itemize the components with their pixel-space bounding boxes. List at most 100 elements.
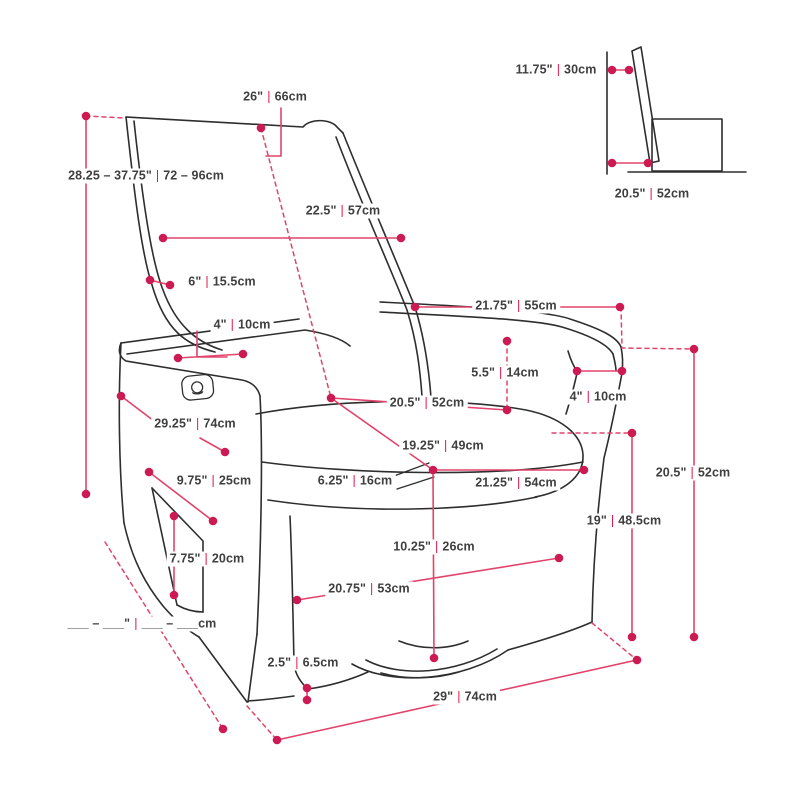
unit-separator: | — [211, 473, 215, 488]
unit-separator: | — [649, 186, 653, 201]
dim-label-armrest-front-height: 9.75"|25cm — [173, 473, 255, 489]
inch-value: 9.75" — [176, 473, 208, 488]
unit-separator: | — [230, 317, 235, 332]
unit-separator: | — [267, 89, 271, 104]
dim-label-seat-width-front: 21.25"|54cm — [472, 475, 560, 491]
dim-label-backrest-width: 22.5"|57cm — [302, 203, 384, 219]
dim-label-base-height: 19"|48.5cm — [583, 513, 665, 529]
dim-label-armrest-above-seat: 5.5"|14cm — [468, 365, 542, 381]
dim-label-base-to-seat-height: 10.25"|26cm — [390, 539, 478, 555]
reclined-backrest — [631, 46, 660, 164]
dim-label-wall-clearance: 11.75"|30cm — [512, 62, 600, 78]
metric-value: 72 – 96cm — [163, 168, 224, 183]
inch-value: 26" — [243, 89, 264, 104]
inch-value: 29.25" — [154, 416, 193, 431]
metric-value: 52cm — [431, 395, 465, 410]
unit-separator: | — [196, 416, 200, 431]
inch-value: 28.25 – 37.75" — [68, 168, 152, 183]
unit-separator: | — [517, 475, 521, 490]
inch-value: 6" — [188, 274, 202, 289]
unit-separator: | — [435, 539, 439, 554]
dim-label-armrest-length: 21.75"|55cm — [472, 298, 560, 314]
unit-separator: | — [424, 395, 428, 410]
dim-label-armrest-top-inset: 4"|10cm — [210, 317, 274, 333]
dim-label-seat-width-back: 20.5"|52cm — [386, 395, 468, 411]
inch-value: 19.25" — [402, 438, 441, 453]
dim-label-back-height-range: 28.25 – 37.75"|72 – 96cm — [65, 168, 227, 184]
cushion-thickness-leaders — [393, 462, 435, 490]
dim-label-foot-height: 2.5"|6.5cm — [264, 655, 342, 671]
inch-value: 20.75" — [328, 581, 367, 596]
inch-value: 21.75" — [475, 298, 514, 313]
unit-separator: | — [155, 168, 160, 183]
power-port-icon — [181, 373, 215, 401]
inch-value: 29" — [433, 689, 454, 704]
metric-value: 74cm — [203, 416, 236, 431]
inch-value: 20.5" — [614, 186, 646, 201]
inch-value: 6.25" — [317, 473, 349, 488]
dim-label-seat-depth: 19.25"|49cm — [399, 438, 487, 454]
unit-separator: | — [498, 365, 503, 380]
metric-value: 25cm — [218, 473, 252, 488]
inch-value: 20.5" — [655, 465, 687, 480]
metric-value: 10cm — [238, 317, 271, 332]
metric-value: 54cm — [524, 475, 557, 490]
metric-value: 6.5cm — [302, 655, 339, 670]
dim-label-side-pocket-height: 7.75"|20cm — [166, 551, 248, 567]
inch-value: 10.25" — [393, 539, 432, 554]
dim-label-armrest-outer-length: 29.25"|74cm — [151, 416, 239, 432]
unit-separator: | — [134, 616, 138, 631]
dimension-dashed-lines — [85, 115, 695, 741]
metric-value: 57cm — [347, 203, 381, 218]
metric-value: 14cm — [506, 365, 539, 380]
metric-value: 53cm — [377, 581, 410, 596]
unit-separator: | — [205, 274, 209, 289]
metric-value: 52cm — [656, 186, 690, 201]
metric-value: ___ – ___cm — [141, 616, 217, 631]
inch-value: 4" — [569, 389, 583, 404]
backrest-outline — [125, 116, 432, 399]
dim-label-backrest-thickness: 6"|15.5cm — [185, 274, 259, 290]
metric-value: 49cm — [451, 438, 484, 453]
inch-value: 21.25" — [475, 475, 514, 490]
unit-separator: | — [340, 203, 344, 218]
dim-label-armrest-width: 4"|10cm — [566, 389, 630, 405]
unit-separator: | — [586, 389, 591, 404]
inch-value: 7.75" — [169, 551, 201, 566]
unit-separator: | — [610, 513, 615, 528]
inch-value: 19" — [586, 513, 607, 528]
inch-value: 2.5" — [267, 655, 292, 670]
metric-value: 66cm — [274, 89, 307, 104]
dim-label-side-height: 20.5"|52cm — [652, 465, 734, 481]
unit-separator: | — [444, 438, 448, 453]
inch-value: 22.5" — [305, 203, 337, 218]
side-pocket-outline — [151, 487, 204, 613]
unit-separator: | — [517, 298, 521, 313]
inch-value: 11.75" — [515, 62, 553, 77]
dim-label-cushion-thickness: 6.25"|16cm — [314, 473, 396, 489]
metric-value: 26cm — [442, 539, 475, 554]
dim-label-overall-width: 29"|74cm — [430, 689, 500, 705]
wall-clearance-inset — [606, 46, 747, 175]
unit-separator: | — [204, 551, 208, 566]
unit-separator: | — [370, 581, 374, 596]
inch-value: 5.5" — [471, 365, 495, 380]
metric-value: 10cm — [594, 389, 627, 404]
dim-label-blank-measure: ___ – ___"|___ – ___cm — [64, 616, 220, 632]
metric-value: 74cm — [464, 689, 497, 704]
inch-value: ___ – ___" — [67, 616, 131, 631]
metric-value: 30cm — [564, 62, 597, 77]
inch-value: 20.5" — [389, 395, 421, 410]
unit-separator: | — [556, 62, 561, 77]
unit-separator: | — [457, 689, 461, 704]
seat-box — [651, 118, 723, 172]
dimension-dots — [81, 65, 699, 745]
unit-separator: | — [352, 473, 356, 488]
dim-label-back-top-width: 26"|66cm — [240, 89, 310, 105]
metric-value: 15.5cm — [212, 274, 256, 289]
unit-separator: | — [295, 655, 299, 670]
metric-value: 48.5cm — [618, 513, 662, 528]
metric-value: 55cm — [524, 298, 557, 313]
inch-value: 4" — [213, 317, 227, 332]
